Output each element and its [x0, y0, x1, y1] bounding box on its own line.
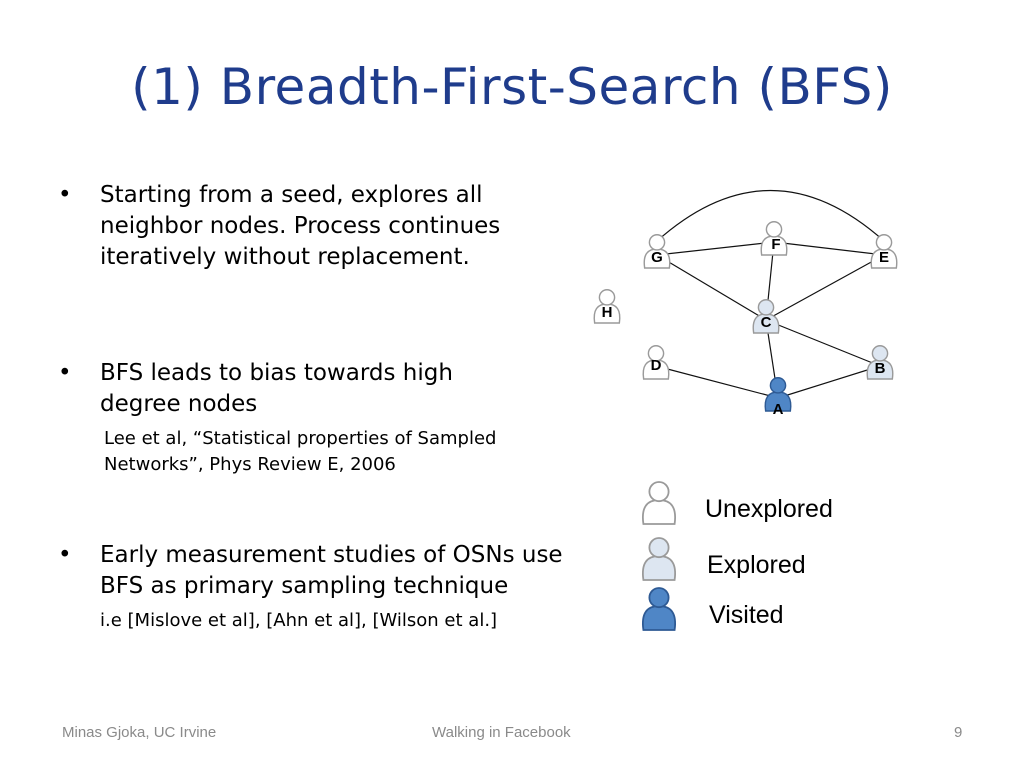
edge-G-E — [656, 190, 885, 242]
edge-G-C — [656, 254, 767, 321]
node-B-icon — [866, 345, 894, 380]
node-H-icon — [593, 289, 621, 324]
edge-C-B — [765, 319, 881, 367]
bullet-item-1: • Starting from a seed, explores all nei… — [58, 180, 570, 273]
edge-B-A — [777, 365, 881, 399]
legend-icons — [641, 481, 677, 631]
legend-unexplored-icon — [641, 481, 677, 525]
node-D-icon — [642, 345, 670, 380]
node-F-icon — [760, 221, 788, 256]
bullet-marker: • — [58, 360, 72, 386]
node-B-label: B — [875, 360, 886, 377]
bfs-graph-diagram: A B C D E F G H — [593, 190, 898, 631]
bullet-marker: • — [58, 182, 72, 208]
legend-label-unexplored: Unexplored — [705, 495, 833, 523]
slide-title: (1) Breadth-First-Search (BFS) — [131, 58, 893, 116]
bullet-text: BFS leads to bias towards high degree no… — [100, 360, 453, 417]
edge-F-E — [773, 241, 885, 256]
legend-label-visited: Visited — [709, 601, 784, 629]
node-D-label: D — [651, 357, 662, 374]
node-A-icon — [764, 377, 792, 412]
node-F-label: F — [771, 236, 780, 253]
bullet-reference: i.e [Mislove et al], [Ahn et al], [Wilso… — [100, 610, 498, 631]
footer-title: Walking in Facebook — [432, 724, 571, 741]
node-G-icon — [643, 234, 671, 269]
node-E-icon — [870, 234, 898, 269]
legend-label-explored: Explored — [707, 551, 806, 579]
legend-explored-icon — [641, 537, 677, 581]
footer-author: Minas Gjoka, UC Irvine — [62, 724, 217, 741]
node-C-label: C — [761, 314, 772, 331]
bullet-reference: Lee et al, “Statistical properties of Sa… — [104, 428, 497, 475]
edge-E-C — [765, 254, 885, 321]
edge-D-A — [655, 365, 779, 399]
edge-G-F — [656, 241, 775, 256]
bullet-marker: • — [58, 542, 72, 568]
graph-edges — [655, 190, 885, 399]
bullet-item-3: • Early measurement studies of OSNs use … — [58, 540, 580, 634]
footer-page-number: 9 — [954, 724, 963, 741]
legend-visited-icon — [641, 587, 677, 631]
graph-nodes: A B C D E F G H — [593, 221, 898, 418]
node-A-label: A — [773, 401, 784, 418]
bullet-text: Early measurement studies of OSNs use BF… — [100, 542, 563, 599]
node-E-label: E — [879, 249, 889, 266]
bullet-text: Starting from a seed, explores all neigh… — [100, 182, 501, 270]
node-C-icon — [752, 299, 780, 334]
bullet-item-2: • BFS leads to bias towards high degree … — [58, 358, 584, 478]
node-G-label: G — [651, 249, 663, 266]
node-H-label: H — [602, 304, 613, 321]
